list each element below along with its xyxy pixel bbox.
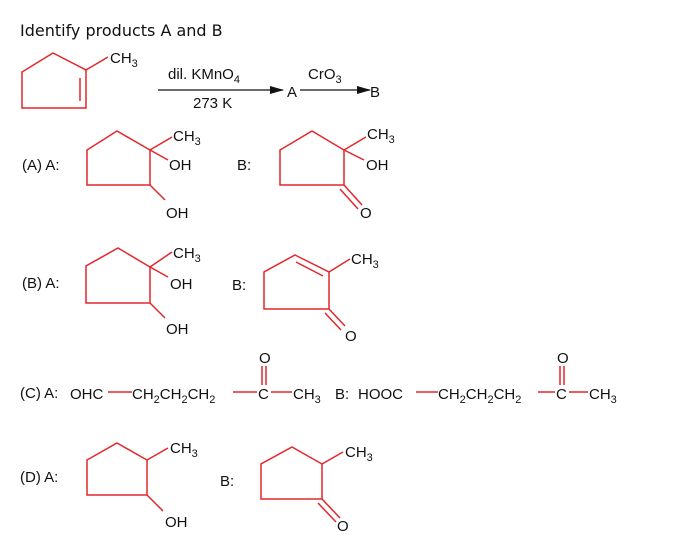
formula-part: CH: [110, 50, 132, 67]
a-ch3: CH3: [170, 440, 198, 460]
subscript: 2: [460, 394, 466, 406]
b-ch2-chain: CH2CH2CH2: [438, 386, 521, 406]
subscript: 2: [154, 394, 160, 406]
formula-part: CrO: [308, 66, 336, 83]
subscript: 2: [515, 394, 521, 406]
b-carbonyl-o: O: [557, 350, 569, 367]
product-b: B: [370, 84, 380, 101]
formula-part: CH: [589, 386, 611, 403]
b-label: B:: [237, 157, 251, 174]
reaction-arrows: dil. KMnO4 273 K A CrO3 B: [158, 66, 380, 112]
b-label: B:: [232, 277, 246, 294]
formula-part: CH: [351, 251, 373, 268]
a-oh-1: OH: [169, 157, 192, 174]
subscript: 3: [367, 452, 373, 464]
subscript: 3: [389, 134, 395, 146]
a-oh-1: OH: [170, 276, 193, 293]
question-title: Identify products A and B: [20, 21, 223, 40]
a-ch2-chain: CH2CH2CH2: [132, 386, 215, 406]
formula-part: CH: [188, 386, 210, 403]
formula-part: CH: [173, 245, 195, 262]
b-ch3: CH3: [589, 386, 617, 406]
formula-part: CH: [438, 386, 460, 403]
b-ch3: CH3: [367, 126, 395, 146]
subscript: 4: [234, 74, 240, 86]
a-ch3: CH3: [173, 128, 201, 148]
b-ch3: CH3: [345, 444, 373, 464]
formula-part: CH: [132, 386, 154, 403]
formula-part: CH: [170, 440, 192, 457]
option-c[interactable]: (C) A: OHC CH2CH2CH2 C O CH3 B: HOOC CH2…: [20, 350, 617, 406]
option-b[interactable]: (B) A: CH3 OH OH B: CH3 O: [22, 245, 379, 345]
subscript: 3: [192, 448, 198, 460]
formula-part: CH: [494, 386, 516, 403]
option-d[interactable]: (D) A: CH3 OH B: CH3 O: [20, 440, 373, 535]
intermediate-a: A: [287, 84, 297, 101]
a-oh-2: OH: [166, 321, 189, 338]
subscript: 2: [181, 394, 187, 406]
option-a-label: (A) A:: [22, 157, 60, 174]
subscript: 3: [195, 253, 201, 265]
subscript: 3: [132, 58, 138, 70]
methylcyclopentene-structure: CH3: [21, 50, 138, 109]
option-a[interactable]: (A) A: CH3 OH OH B: CH3 OH O: [22, 126, 395, 222]
b-carbonyl-c: C: [556, 386, 567, 403]
b-ch3: CH3: [351, 251, 379, 271]
subscript: 3: [336, 74, 342, 86]
reagent-cro3: CrO3: [308, 66, 342, 86]
a-carbonyl-o: O: [259, 350, 271, 367]
subscript: 3: [373, 259, 379, 271]
b-hooc: HOOC: [358, 386, 403, 403]
formula-part: CH: [293, 386, 315, 403]
a-carbonyl-c: C: [258, 386, 269, 403]
formula-part: CH: [345, 444, 367, 461]
subscript: 3: [195, 136, 201, 148]
option-c-label: (C) A:: [20, 385, 58, 402]
a-ohc: OHC: [70, 386, 104, 403]
b-o: O: [345, 328, 357, 345]
b-oh: OH: [366, 157, 389, 174]
b-o: O: [360, 205, 372, 222]
option-d-label: (D) A:: [20, 469, 58, 486]
reagent-temperature: 273 K: [193, 95, 232, 112]
option-b-label: (B) A:: [22, 275, 60, 292]
b-label: B:: [335, 386, 349, 403]
a-ch3: CH3: [293, 386, 321, 406]
substituent-ch3: CH3: [110, 50, 138, 70]
formula-part: CH: [173, 128, 195, 145]
formula-part: CH: [367, 126, 389, 143]
formula-part: CH: [466, 386, 488, 403]
subscript: 3: [611, 394, 617, 406]
reagent-kmno4: dil. KMnO4: [168, 66, 240, 86]
subscript: 2: [209, 394, 215, 406]
subscript: 2: [487, 394, 493, 406]
b-o: O: [337, 518, 349, 535]
a-ch3: CH3: [173, 245, 201, 265]
b-label: B:: [220, 473, 234, 490]
subscript: 3: [315, 394, 321, 406]
a-oh: OH: [165, 514, 188, 531]
formula-part: CH: [160, 386, 182, 403]
a-oh-2: OH: [166, 205, 189, 222]
formula-part: dil. KMnO: [168, 66, 234, 83]
